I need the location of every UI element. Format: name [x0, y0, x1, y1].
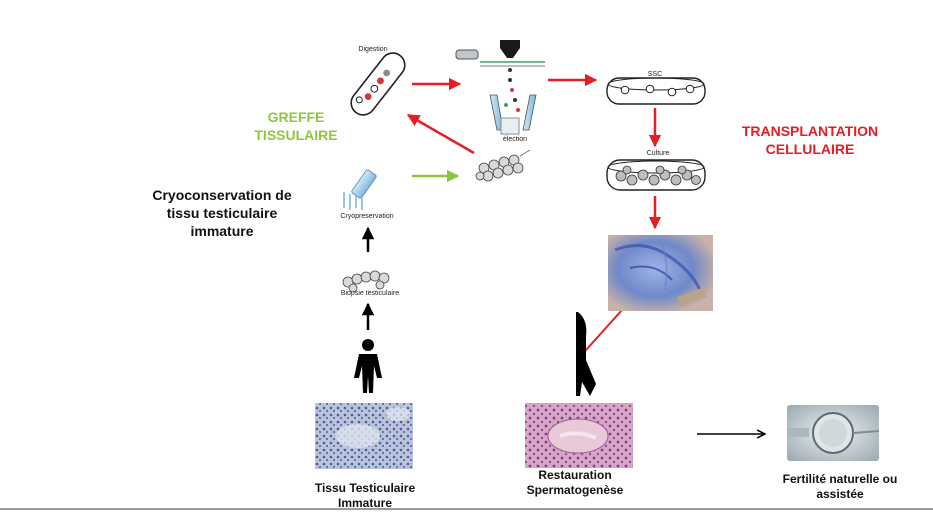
digestion-label: Digestion	[358, 46, 388, 53]
culture-dish	[606, 159, 706, 191]
restauration-label: Restauration Spermatogenèse	[500, 468, 650, 498]
tissue-fragment-graft	[475, 149, 531, 182]
oocyte-photo	[787, 405, 880, 461]
patient-figure	[354, 339, 382, 393]
greffe-line2: TISSULAIRE	[254, 127, 338, 143]
tissu-line2: Immature	[337, 496, 393, 510]
fertilite-line2: assistée	[816, 487, 864, 501]
injection-photo	[608, 235, 713, 311]
cryo-line3: immature	[190, 223, 254, 239]
cryoconservation-label: Cryoconservation de tissu testiculaire i…	[132, 186, 312, 240]
tissu-line1: Tissu Testiculaire	[314, 481, 416, 495]
biopsy-fragment	[342, 270, 390, 293]
greffe-tissulaire-label: GREFFE TISSULAIRE	[240, 108, 352, 144]
selection-label: élection	[502, 136, 528, 143]
histology-immature-tissue	[315, 403, 413, 469]
cell-sorting-apparatus	[455, 40, 545, 135]
bottom-divider	[0, 508, 933, 510]
cryopreservation-label: Cryopreservation	[340, 213, 394, 220]
transplant-line1: TRANSPLANTATION	[741, 123, 879, 139]
biopsie-label: Biopsie testiculaire	[340, 290, 400, 297]
ssc-dish	[606, 77, 706, 105]
cryo-straw	[343, 169, 377, 210]
tissu-testiculaire-label: Tissu Testiculaire Immature	[295, 481, 435, 511]
transplant-line2: CELLULAIRE	[765, 141, 855, 157]
restauration-line1: Restauration	[538, 468, 612, 482]
restauration-line2: Spermatogenèse	[526, 483, 624, 497]
transplantation-cellulaire-label: TRANSPLANTATION CELLULAIRE	[730, 122, 890, 158]
fertilite-line1: Fertilité naturelle ou	[782, 472, 898, 486]
fertilite-label: Fertilité naturelle ou assistée	[765, 472, 915, 502]
greffe-line1: GREFFE	[267, 109, 325, 125]
ssc-label: SSC	[647, 71, 663, 78]
culture-label: Culture	[646, 150, 670, 157]
histology-spermatogenesis	[525, 403, 633, 468]
digestion-tube	[350, 52, 406, 116]
adult-figure	[576, 312, 596, 396]
cryo-line2: tissu testiculaire	[166, 205, 278, 221]
cryo-line1: Cryoconservation de	[152, 187, 292, 203]
arrow-tissue-to-digestion	[406, 113, 475, 155]
